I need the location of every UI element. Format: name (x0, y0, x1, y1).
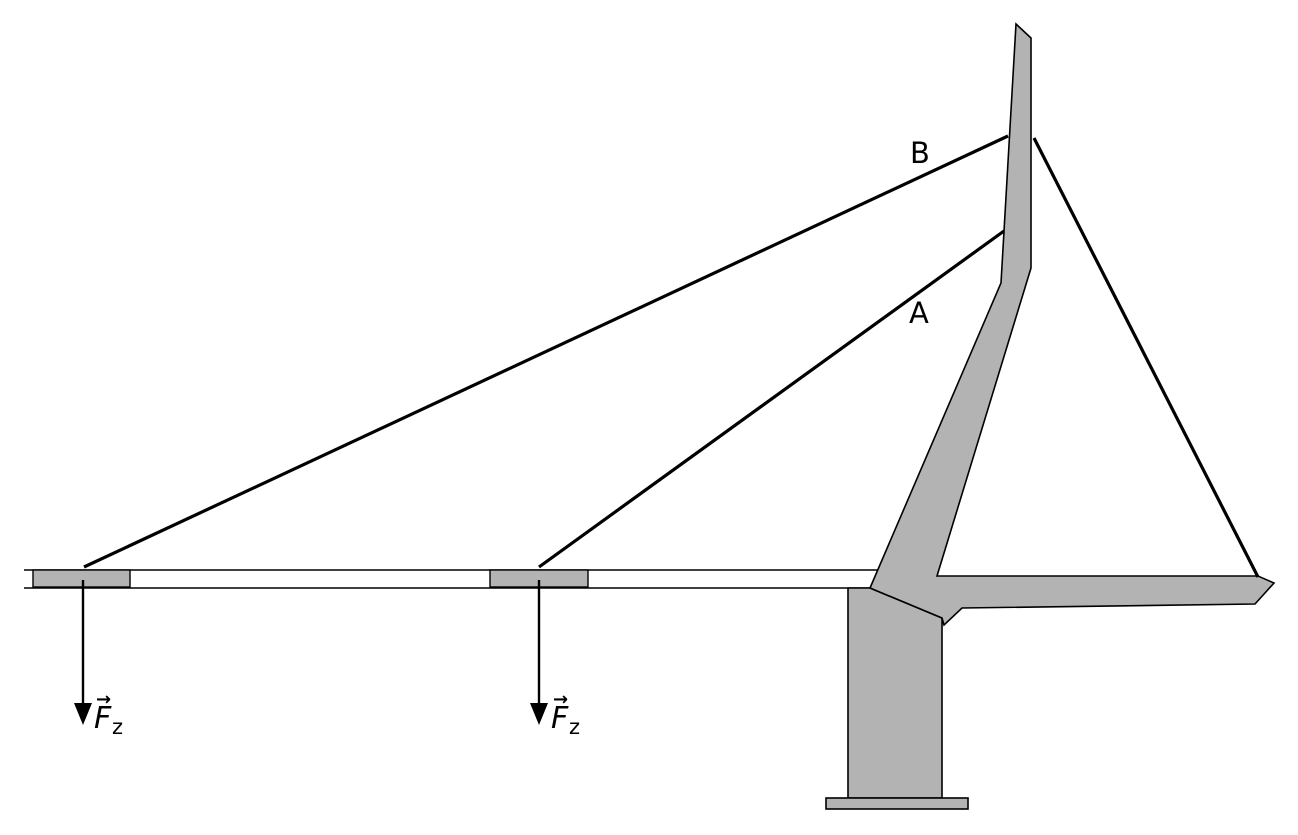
pier-foundation (825, 797, 969, 810)
force-label-left-vector: → (96, 689, 111, 710)
force-arrow-left-head (74, 703, 92, 725)
force-arrow-left (74, 580, 92, 725)
force-label-left-subscript: z (112, 715, 123, 739)
cable-b-label: B (910, 136, 930, 170)
road-deck (24, 569, 878, 589)
pier-column (847, 587, 943, 799)
cable-back-stay (1032, 137, 1260, 578)
cable-a-label: A (909, 296, 929, 330)
force-arrow-middle-head (530, 703, 548, 725)
force-label-left: → F z (94, 689, 123, 739)
force-arrow-middle (530, 580, 548, 725)
force-label-middle-vector: → (553, 689, 568, 710)
cable-a (538, 229, 1005, 569)
anchor-block-left (32, 569, 131, 588)
force-label-middle-subscript: z (569, 715, 580, 739)
cable-b (83, 134, 1009, 569)
force-label-middle: → F z (551, 689, 580, 739)
force-label-middle-symbol: F (551, 701, 569, 736)
pylon (868, 22, 1276, 627)
force-label-left-symbol: F (94, 701, 112, 736)
